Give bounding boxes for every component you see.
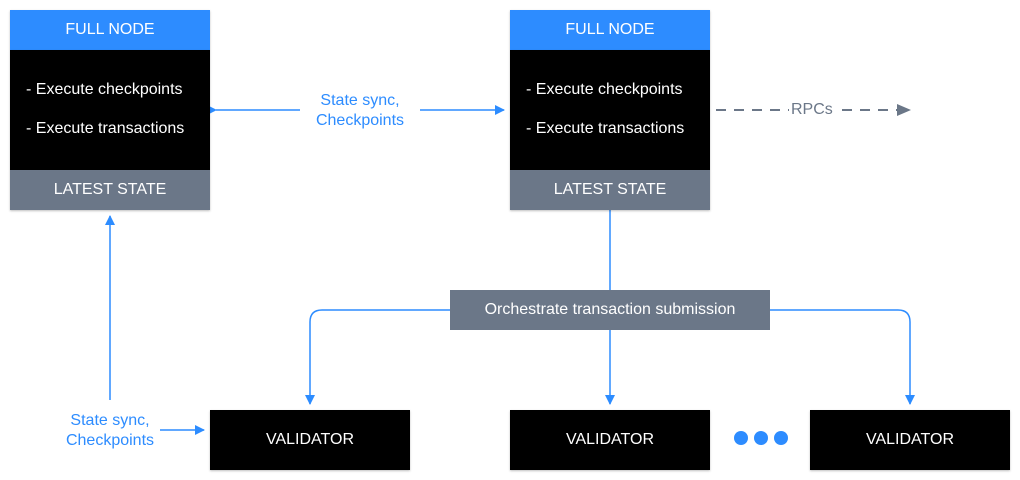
validator-1: VALIDATOR bbox=[210, 410, 410, 470]
sync-label-bottom-line-2: Checkpoints bbox=[65, 432, 155, 449]
sync-label-bottom: State sync, Checkpoints bbox=[50, 411, 170, 451]
full-node-right-latest-state: LATEST STATE bbox=[510, 170, 710, 210]
full-node-right-title: FULL NODE bbox=[510, 10, 710, 50]
full-node-left-line-2: - Execute transactions bbox=[26, 120, 185, 137]
ellipsis-dot bbox=[754, 431, 768, 445]
full-node-left-title: FULL NODE bbox=[10, 10, 210, 50]
full-node-right-body: - Execute checkpoints - Execute transact… bbox=[510, 50, 710, 170]
orchestrator-to-validator-1 bbox=[305, 309, 450, 405]
validator-2: VALIDATOR bbox=[510, 410, 710, 470]
sync-label-top-line-1: State sync, bbox=[320, 92, 400, 109]
validator-3: VALIDATOR bbox=[810, 410, 1010, 470]
orchestrator-box: Orchestrate transaction submission bbox=[450, 290, 770, 330]
sync-label-top-line-2: Checkpoints bbox=[315, 112, 405, 129]
sync-label-top: State sync, Checkpoints bbox=[300, 91, 420, 131]
ellipsis-dot bbox=[734, 431, 748, 445]
full-node-left-body: - Execute checkpoints - Execute transact… bbox=[10, 50, 210, 170]
sync-label-bottom-line-1: State sync, bbox=[70, 412, 150, 429]
full-node-left-latest-state: LATEST STATE bbox=[10, 170, 210, 210]
full-node-left-line-1: - Execute checkpoints bbox=[26, 81, 183, 98]
orchestrator-to-validator-3 bbox=[770, 309, 915, 405]
full-node-right-line-2: - Execute transactions bbox=[526, 120, 685, 137]
ellipsis-dot bbox=[774, 431, 788, 445]
full-node-right-line-1: - Execute checkpoints bbox=[526, 81, 683, 98]
rpc-label: RPCs bbox=[789, 100, 835, 120]
